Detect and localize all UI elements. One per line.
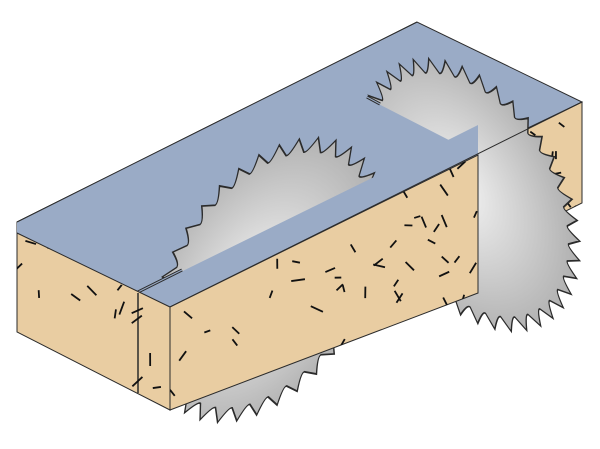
grain-mark xyxy=(349,243,357,253)
grain-mark xyxy=(291,278,306,282)
grain-mark xyxy=(357,376,366,381)
grain-mark xyxy=(81,375,90,385)
grain-mark xyxy=(70,293,81,302)
crosscut-kerf-inner xyxy=(366,96,381,105)
grain-mark xyxy=(427,238,436,245)
grain-mark xyxy=(433,223,440,233)
grain-mark xyxy=(446,358,453,371)
grain-mark xyxy=(460,358,468,369)
grain-mark xyxy=(529,130,536,136)
grain-mark xyxy=(383,341,388,349)
grain-mark xyxy=(441,255,450,264)
grain-mark xyxy=(204,329,211,334)
grain-mark xyxy=(341,284,346,293)
grain-mark xyxy=(450,386,456,395)
grain-mark xyxy=(392,383,401,386)
block-left-face xyxy=(16,232,171,411)
grain-mark xyxy=(373,257,384,267)
grain-mark xyxy=(121,392,129,398)
grain-mark xyxy=(178,350,187,362)
grain-mark xyxy=(231,338,238,347)
grain-mark xyxy=(86,285,98,296)
grain-mark xyxy=(440,214,448,228)
block-top-face-strip xyxy=(138,125,478,307)
grain-mark xyxy=(73,393,80,399)
grain-mark xyxy=(170,389,176,397)
grain-mark xyxy=(355,395,363,401)
grain-mark xyxy=(394,377,403,382)
grain-mark xyxy=(453,360,464,366)
grain-mark xyxy=(453,255,461,264)
grain-mark xyxy=(131,307,144,315)
grain-mark xyxy=(292,260,301,264)
grain-mark xyxy=(404,261,415,271)
grain-mark xyxy=(412,387,424,393)
grain-mark xyxy=(473,210,478,219)
grain-mark xyxy=(408,349,413,363)
grain-mark xyxy=(131,376,144,387)
grain-mark xyxy=(127,402,136,410)
grain-mark xyxy=(325,267,336,273)
grain-mark xyxy=(183,310,193,319)
grain-mark xyxy=(448,330,456,341)
grain-mark xyxy=(366,389,380,392)
grain-mark xyxy=(393,290,402,302)
top-edge-line xyxy=(16,21,418,223)
grain-mark xyxy=(449,168,455,178)
grain-mark xyxy=(231,326,240,335)
grain-mark xyxy=(420,216,427,228)
grain-mark xyxy=(152,386,162,389)
grain-mark xyxy=(381,379,395,388)
grain-mark xyxy=(25,239,37,245)
grain-mark xyxy=(47,384,56,391)
grain-mark xyxy=(268,290,274,299)
grain-mark xyxy=(429,381,443,388)
grain-mark xyxy=(375,342,389,346)
grain-mark xyxy=(389,239,398,249)
grain-mark xyxy=(395,292,404,304)
grain-mark xyxy=(418,402,432,410)
grain-mark xyxy=(393,279,400,287)
grain-mark xyxy=(382,383,391,389)
grain-mark xyxy=(17,262,23,273)
grain-mark xyxy=(310,305,324,313)
grain-mark xyxy=(413,215,421,219)
rip-kerf-inner xyxy=(137,269,183,293)
grain-mark xyxy=(113,309,117,319)
grain-mark xyxy=(335,283,344,292)
grain-mark xyxy=(574,205,582,214)
grain-mark xyxy=(456,160,466,170)
grain-mark xyxy=(439,184,449,197)
grain-mark xyxy=(414,377,427,384)
grain-mark xyxy=(461,332,469,338)
grain-mark xyxy=(446,364,454,376)
grain-mark xyxy=(131,314,143,324)
grain-mark xyxy=(469,262,477,274)
grain-mark xyxy=(438,270,450,278)
grain-mark xyxy=(558,121,565,128)
grain-mark xyxy=(118,301,126,315)
